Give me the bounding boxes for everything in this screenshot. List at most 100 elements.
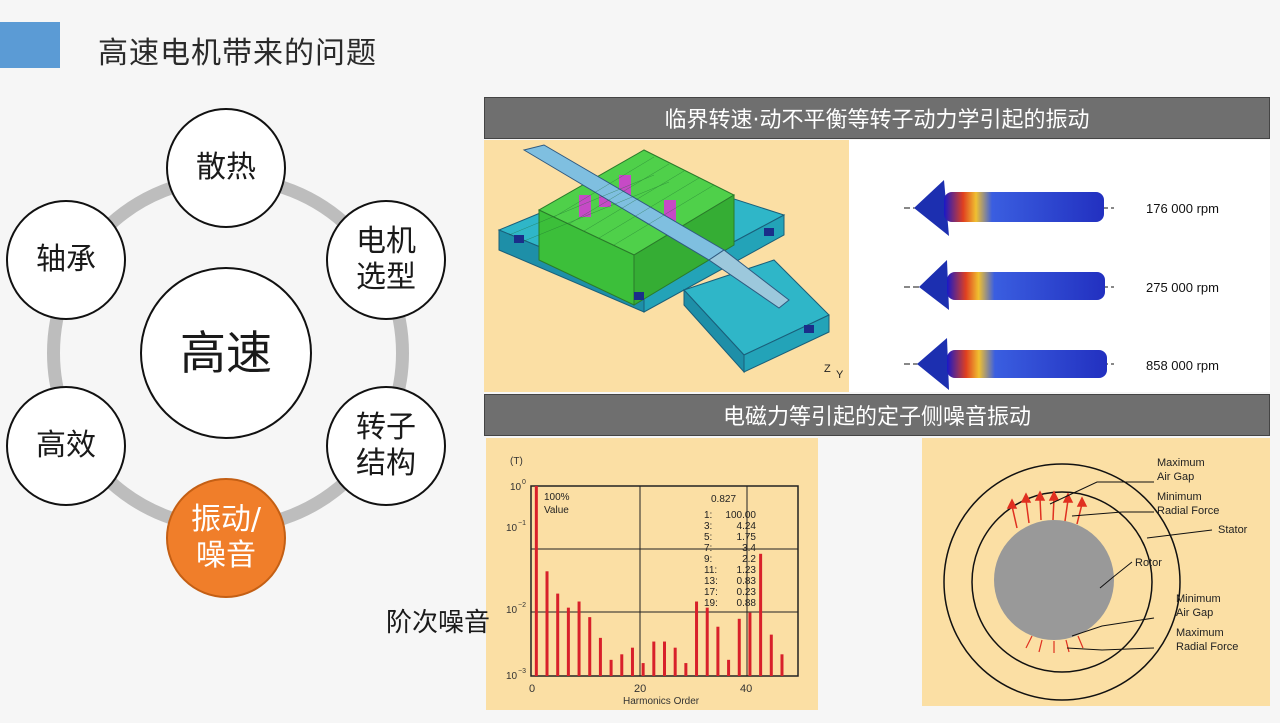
harmonic-bar (534, 486, 538, 676)
harmonic-bar (588, 617, 592, 676)
harmonic-order-label: 1: (704, 510, 712, 521)
node-label: 散热 (196, 150, 256, 185)
harmonic-bar (545, 571, 549, 676)
harmonic-value-label: 0.88 (737, 598, 757, 609)
harmonics-chart: (T) 10 0 10 −1 10 −2 10 −3 0 20 40 Harmo… (486, 438, 818, 710)
harmonic-bar (556, 593, 560, 676)
node-motor-selection: 电机 选型 (326, 200, 446, 320)
label-minimum: Minimum (1157, 491, 1202, 503)
node-high-speed: 高速 (140, 267, 312, 439)
harmonic-order-label: 17: (704, 587, 718, 598)
label-minimum-2: Minimum (1176, 593, 1221, 605)
harmonic-value-label: 0.23 (737, 587, 757, 598)
harmonic-order-label: 11: (704, 565, 717, 576)
y-tick-exponent: −3 (518, 668, 526, 675)
node-efficiency: 高效 (6, 386, 126, 506)
harmonic-value-label: 3.4 (742, 543, 756, 554)
chart-note-line2: Value (544, 505, 569, 516)
harmonic-bar (673, 647, 677, 676)
harmonic-order-label: 13: (704, 576, 718, 587)
title-accent-block (0, 22, 60, 68)
y-tick-label: 10 (506, 605, 518, 616)
y-tick-label: 10 (506, 523, 518, 534)
y-tick-exponent: 0 (522, 479, 526, 486)
harmonic-bar (652, 641, 656, 676)
harmonic-value-label: 1.23 (737, 565, 757, 576)
rotor-mode-1: 176 000 rpm (904, 180, 1219, 236)
node-label: 轴承 (36, 242, 96, 277)
label-rotor: Rotor (1135, 557, 1162, 569)
y-tick-exponent: −1 (518, 520, 526, 527)
harmonic-order-label: 3: (704, 521, 712, 532)
stator-outer-circle (943, 463, 1181, 701)
harmonic-bar (663, 641, 666, 676)
y-tick-label: 10 (510, 482, 522, 493)
harmonic-bar (641, 663, 645, 676)
harmonic-bar (609, 659, 613, 676)
node-label: 电机 选型 (356, 224, 416, 295)
harmonic-bar (759, 553, 763, 676)
harmonic-bar (705, 607, 709, 676)
harmonic-bar (716, 626, 720, 676)
banner-stator-noise: 电磁力等引起的定子侧噪音振动 (484, 394, 1270, 436)
harmonic-bar (780, 654, 784, 676)
harmonic-bar (577, 601, 581, 676)
label-air-gap-2: Air Gap (1176, 607, 1213, 619)
node-rotor-structure: 转子 结构 (326, 386, 446, 506)
harmonic-value-label: 0.83 (737, 576, 757, 587)
node-bearing: 轴承 (6, 200, 126, 320)
node-heat-dissipation: 散热 (166, 108, 286, 228)
radial-force-diagram: Maximum Air Gap Minimum Radial Force Sta… (922, 438, 1270, 706)
x-tick-label: 20 (634, 683, 646, 695)
fem-mesh-image: Z Y (484, 140, 849, 392)
x-tick-label: 0 (529, 683, 535, 695)
harmonic-bar (727, 659, 731, 676)
harmonic-order-label: 7: (704, 543, 712, 554)
rotor-speed-label: 176 000 rpm (1146, 201, 1219, 216)
harmonic-order-label: 5: (704, 532, 712, 543)
stator-inner-circle (971, 491, 1153, 673)
label-maximum-2: Maximum (1176, 627, 1224, 639)
harmonic-bar (620, 654, 624, 676)
rotor-mode-shapes: 176 000 rpm 275 000 rpm 858 000 rpm (849, 140, 1270, 392)
chart-note-line1: 100% (544, 492, 570, 503)
y-tick-exponent: −2 (518, 602, 526, 609)
summary-value: 0.827 (711, 494, 736, 505)
banner-rotor-dynamics: 临界转速·动不平衡等转子动力学引起的振动 (484, 97, 1270, 139)
node-label: 高效 (36, 428, 96, 463)
rotor-speed-label: 275 000 rpm (1146, 280, 1219, 295)
label-radial-force-2: Radial Force (1176, 641, 1238, 653)
harmonic-order-label: 9: (704, 554, 712, 565)
node-label: 转子 结构 (356, 410, 416, 481)
label-stator: Stator (1218, 524, 1248, 536)
harmonic-bar (769, 634, 773, 676)
chart-unit-label: (T) (510, 456, 523, 467)
harmonic-bar (695, 601, 699, 676)
node-vibration-noise: 振动/ 噪音 (166, 478, 286, 598)
harmonic-order-label: 19: (704, 598, 718, 609)
x-axis-label: Harmonics Order (623, 696, 700, 707)
harmonic-value-label: 100.00 (725, 510, 756, 521)
label-radial-force: Radial Force (1157, 505, 1219, 517)
harmonic-bar (630, 647, 634, 676)
harmonic-bar (684, 663, 688, 676)
harmonic-value-label: 1.75 (737, 532, 757, 543)
rotor-mode-2: 275 000 rpm (904, 260, 1219, 310)
harmonic-bar (598, 637, 602, 676)
label-maximum: Maximum (1157, 457, 1205, 469)
label-air-gap: Air Gap (1157, 471, 1194, 483)
harmonic-bar (748, 612, 752, 676)
slide-title: 高速电机带来的问题 (98, 36, 377, 71)
rotor-speed-label: 858 000 rpm (1146, 358, 1219, 373)
harmonic-bar (566, 607, 570, 676)
rotor-mode-3: 858 000 rpm (904, 338, 1219, 390)
node-label: 振动/ 噪音 (190, 502, 262, 573)
harmonic-value-label: 4.24 (737, 521, 757, 532)
harmonic-bar (737, 618, 741, 676)
harmonic-noise-caption: 阶次噪音 (386, 608, 491, 638)
y-tick-label: 10 (506, 671, 518, 682)
axis-label-z: Z (824, 363, 831, 375)
node-center-label: 高速 (180, 326, 272, 380)
x-tick-label: 40 (740, 683, 752, 695)
harmonic-value-label: 2.2 (742, 554, 756, 565)
